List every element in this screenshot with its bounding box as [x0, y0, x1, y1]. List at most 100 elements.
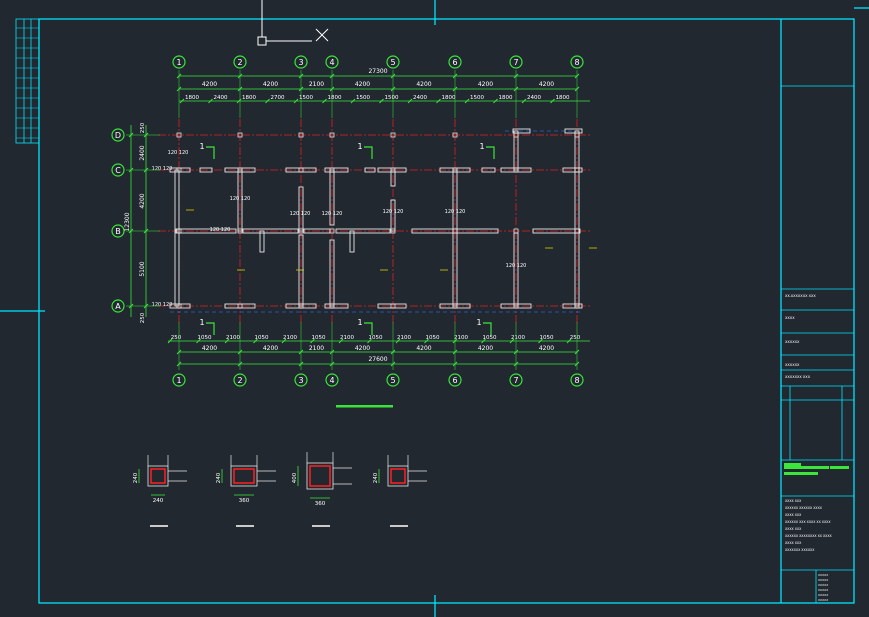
- dimension-tick: [493, 98, 498, 104]
- bottom-detail-dimension: 2100: [340, 335, 354, 341]
- column-size-label: 120 120: [383, 209, 404, 215]
- bottom-detail-dimension: 2100: [454, 335, 468, 341]
- column-marker: [329, 303, 335, 309]
- bottom-detail-dimension: 1050: [426, 335, 440, 341]
- top-detail-dimension: 1800: [499, 95, 513, 101]
- dimension-tick: [167, 338, 173, 344]
- section-mark-line: [364, 322, 373, 335]
- column-size-label: 120 120: [445, 209, 466, 215]
- dimension-tick: [293, 98, 299, 104]
- axis-bubble-bottom: [325, 373, 339, 387]
- title-block-row-text: XXXXXX: [785, 363, 800, 367]
- axis-bubble-top: [294, 55, 308, 69]
- column-marker: [390, 132, 396, 138]
- dimension-tick: [509, 338, 515, 344]
- title-block-note-text: XXXX XXX: [785, 513, 802, 517]
- section-height-dimension: 240: [373, 472, 379, 483]
- top-detail-dimension: 1800: [442, 95, 456, 101]
- axis-bubble-top-label: 7: [513, 58, 518, 67]
- column-marker: [452, 167, 458, 173]
- axis-bubble-top-label: 6: [452, 58, 457, 67]
- section-width-dimension: 240: [153, 498, 164, 504]
- title-block-cell-text: XXXXX: [818, 573, 828, 577]
- title-block-row-text: XXXXXX: [785, 340, 800, 344]
- wall-segment: [174, 169, 180, 307]
- dimension-tick: [464, 98, 470, 104]
- wall-segment: [349, 230, 355, 253]
- dimension-tick: [196, 338, 201, 344]
- axis-bubble-bottom: [172, 373, 186, 387]
- column-marker: [452, 132, 458, 138]
- axis-bubble-top-label: 2: [237, 58, 242, 67]
- top-detail-dimension: 1800: [328, 95, 342, 101]
- bottom-bay-dimension: 4200: [539, 345, 554, 352]
- dimension-tick: [424, 338, 429, 344]
- bottom-detail-dimension: 2100: [397, 335, 411, 341]
- section-mark-line: [483, 322, 492, 335]
- dimension-tick: [338, 338, 344, 344]
- dimension-tick: [379, 98, 384, 104]
- top-bay-dimension: 2100: [309, 81, 324, 88]
- wall-segment: [532, 228, 581, 234]
- bottom-bay-dimension: 4200: [416, 345, 431, 352]
- column-section-red: [233, 468, 255, 484]
- dimension-tick: [436, 98, 441, 104]
- dimension-tick: [350, 98, 356, 104]
- bottom-detail-dimension: 1050: [255, 335, 269, 341]
- wall-segment: [242, 228, 299, 234]
- wall-segment: [199, 167, 213, 173]
- top-bay-dimension: 4200: [416, 81, 431, 88]
- section-width-dimension: 360: [239, 498, 250, 504]
- bottom-detail-dimension: 1050: [540, 335, 554, 341]
- wall-segment: [329, 239, 335, 307]
- column-marker: [176, 228, 182, 234]
- column-marker: [298, 228, 304, 234]
- column-marker: [237, 132, 243, 138]
- crosshair-cursor-icon: [257, 0, 329, 46]
- axis-bubble-left-label: D: [115, 131, 121, 140]
- bottom-detail-dimension: 2100: [283, 335, 297, 341]
- title-block-row-text: XXXXXXX XXX: [785, 375, 811, 379]
- bottom-total-dimension: 27600: [368, 356, 387, 363]
- section-mark-number: 1: [199, 142, 204, 151]
- top-detail-dimension: 2400: [413, 95, 427, 101]
- column-section-outline: [387, 465, 409, 487]
- axis-bubble-bottom: [570, 373, 584, 387]
- column-marker: [574, 303, 580, 309]
- bottom-detail-dimension: 250: [570, 335, 581, 341]
- column-marker: [513, 303, 519, 309]
- title-block-green-bars: [784, 463, 849, 475]
- column-section-outline: [230, 465, 258, 487]
- axis-bubble-left-label: C: [115, 166, 121, 175]
- dimension-tick: [208, 98, 213, 104]
- section-width-dimension: 360: [315, 501, 326, 507]
- axis-bubble-top: [509, 55, 523, 69]
- column-marker: [513, 228, 519, 234]
- wall-segment: [324, 167, 349, 173]
- column-marker: [329, 132, 335, 138]
- axis-bubble-left: [111, 128, 125, 142]
- section-mark-number: 1: [479, 142, 484, 151]
- title-block-note-text: XXXXXXX XXXXXX: [785, 548, 815, 552]
- left-strip-rows: [16, 27, 39, 139]
- axis-bubble-left: [111, 163, 125, 177]
- section-mark-number: 1: [357, 142, 362, 151]
- column-marker: [298, 132, 304, 138]
- title-block-note-text: XXXX XXX: [785, 527, 802, 531]
- column-size-label: 120 120: [210, 227, 231, 233]
- column-marker: [574, 228, 580, 234]
- column-marker: [574, 132, 580, 138]
- section-height-dimension: 240: [216, 472, 222, 483]
- top-detail-dimension: 2400: [527, 95, 541, 101]
- axis-bubble-top-label: 4: [329, 58, 334, 67]
- title-block-cell-text: XXXXX: [818, 578, 828, 582]
- bottom-detail-dimension: 1050: [369, 335, 383, 341]
- section-mark-number: 1: [476, 318, 481, 327]
- axis-bubble-bottom: [233, 373, 247, 387]
- column-marker: [390, 167, 396, 173]
